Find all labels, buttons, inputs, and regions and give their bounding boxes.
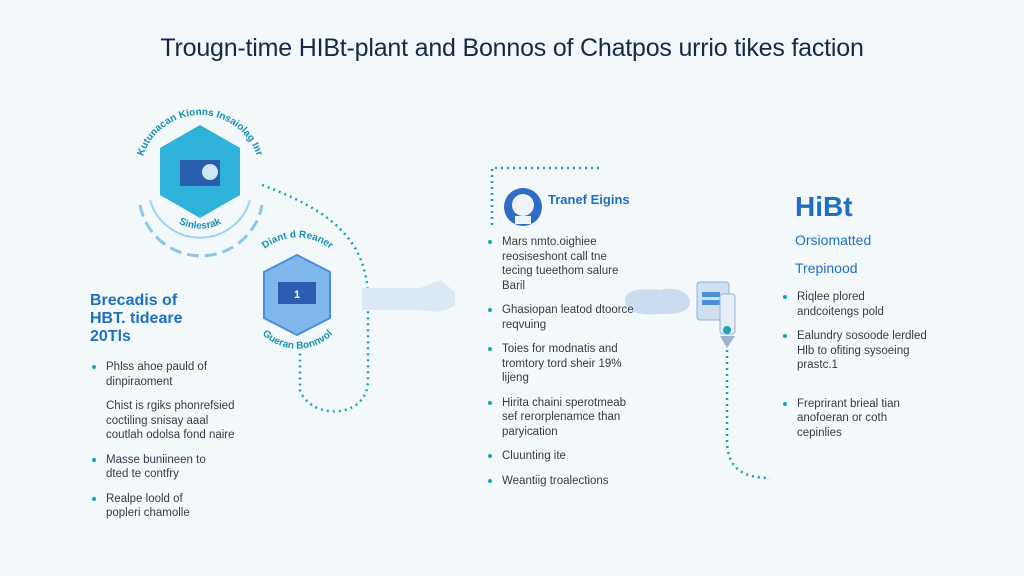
svg-text:Diant d Reaner: Diant d Reaner <box>260 229 335 251</box>
right-section: HiBt Orsiomatted Trepinood <box>795 190 871 276</box>
badge-2: 1 Diant d Reaner Gueran Bonnvol <box>260 229 335 351</box>
list-item: Mars nmto.oighiee reosiseshont call tne … <box>486 235 636 293</box>
list-item: Freprirant brieal tian anofoeran or coth… <box>781 397 921 441</box>
list-item: Ealundry sosoode lerdled Hlb to ofiting … <box>781 329 946 373</box>
list-item: Phlss ahoe pauld of dinpiraoment <box>90 360 230 389</box>
list-item: Weantiig troalections <box>486 474 636 489</box>
badge2-top-label: Diant d Reaner <box>260 229 335 251</box>
left-heading-line: 20Tls <box>90 328 131 345</box>
badge1-bottom-label: Sinlesrak <box>177 216 223 232</box>
device-icon <box>696 281 736 348</box>
list-item: Toies for modnatis and tromtory tord she… <box>486 342 636 386</box>
badge2-number: 1 <box>294 289 300 301</box>
cloud-icon <box>625 288 690 315</box>
svg-text:Sinlesrak: Sinlesrak <box>177 216 223 232</box>
left-heading-line: Brecadis of <box>90 292 178 309</box>
list-item: Ghasiopan leatod dtoorce reqvuing <box>486 303 636 332</box>
connector-dotted <box>725 350 771 480</box>
left-section: Brecadis of HBT. tideare 20Tls Phlss aho… <box>90 292 270 531</box>
left-heading-line: HBT. tideare <box>90 310 183 327</box>
list-item: Cluunting ite <box>486 449 636 464</box>
middle-list: Mars nmto.oighiee reosiseshont call tne … <box>486 235 636 498</box>
list-item: Chist is rgiks phonrefsied coctiling sni… <box>106 400 235 441</box>
right-subheading: Orsiomatted <box>795 232 872 248</box>
list-item: Realpe loold of popleri chamolle <box>90 492 210 521</box>
list-item: Masse buniineen to dted te contfry <box>90 453 230 482</box>
left-heading: Brecadis of HBT. tideare 20Tls <box>90 292 270 346</box>
avatar-icon <box>504 188 542 226</box>
right-subheading: Trepinood <box>795 260 858 276</box>
left-list: Phlss ahoe pauld of dinpiraoment Chist i… <box>90 360 270 521</box>
arrow-icon <box>362 280 455 312</box>
right-list: Riqlee plored andcoitengs pold Ealundry … <box>781 290 946 450</box>
middle-heading: Tranef Eigins <box>548 192 630 207</box>
right-heading: HiBt <box>795 191 853 222</box>
list-item: Hirita chaini sperotmeab sef rerorplenam… <box>486 396 636 440</box>
connector-dotted <box>490 166 600 225</box>
badge-1: Kutunacan Kionns Insaiolag Inr Sinlesrak <box>135 107 265 258</box>
page-title: Trougn-time HIBt-plant and Bonnos of Cha… <box>160 34 864 62</box>
list-item: Riqlee plored andcoitengs pold <box>781 290 906 319</box>
